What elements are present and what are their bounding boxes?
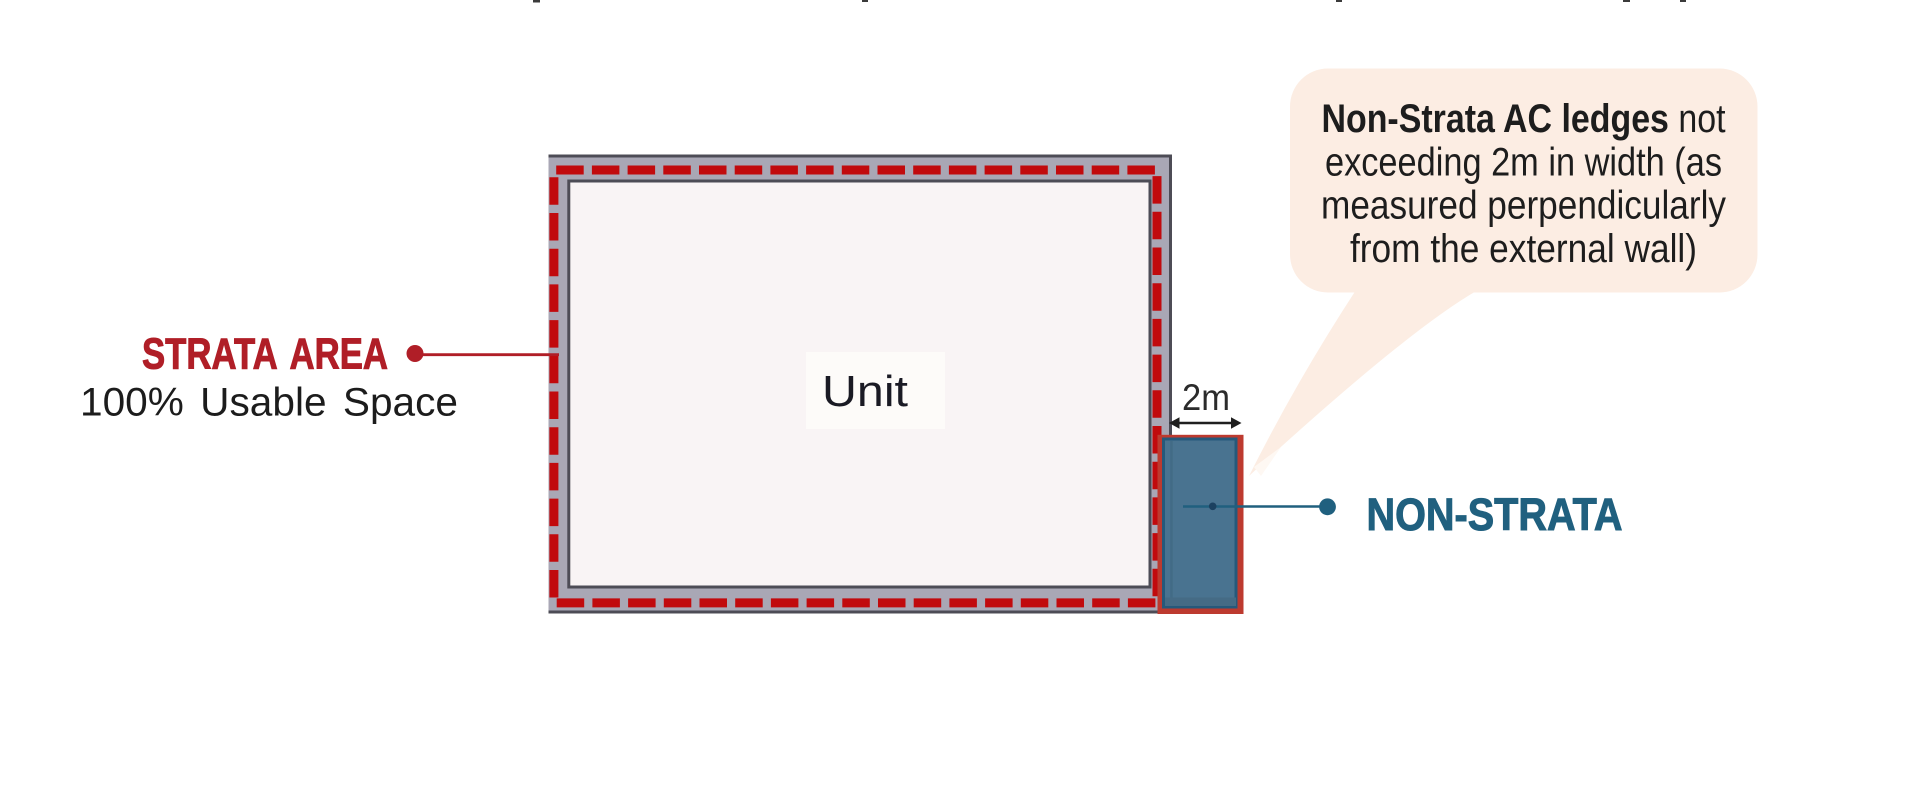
svg-text:exceeding 2m in width (as: exceeding 2m in width (as — [1325, 140, 1722, 184]
svg-text:2m: 2m — [1182, 377, 1230, 418]
svg-text:Unit: Unit — [822, 367, 908, 416]
svg-text:measured perpendicularly: measured perpendicularly — [1321, 184, 1726, 228]
svg-text:NON-STRATA: NON-STRATA — [1367, 489, 1623, 540]
svg-text:Non-Strata AC ledges not: Non-Strata AC ledges not — [1322, 97, 1726, 141]
svg-text:100% Usable Space: 100% Usable Space — [80, 381, 458, 425]
svg-text:STRATA AREA: STRATA AREA — [142, 329, 388, 378]
svg-text:from the external wall): from the external wall) — [1350, 227, 1697, 271]
